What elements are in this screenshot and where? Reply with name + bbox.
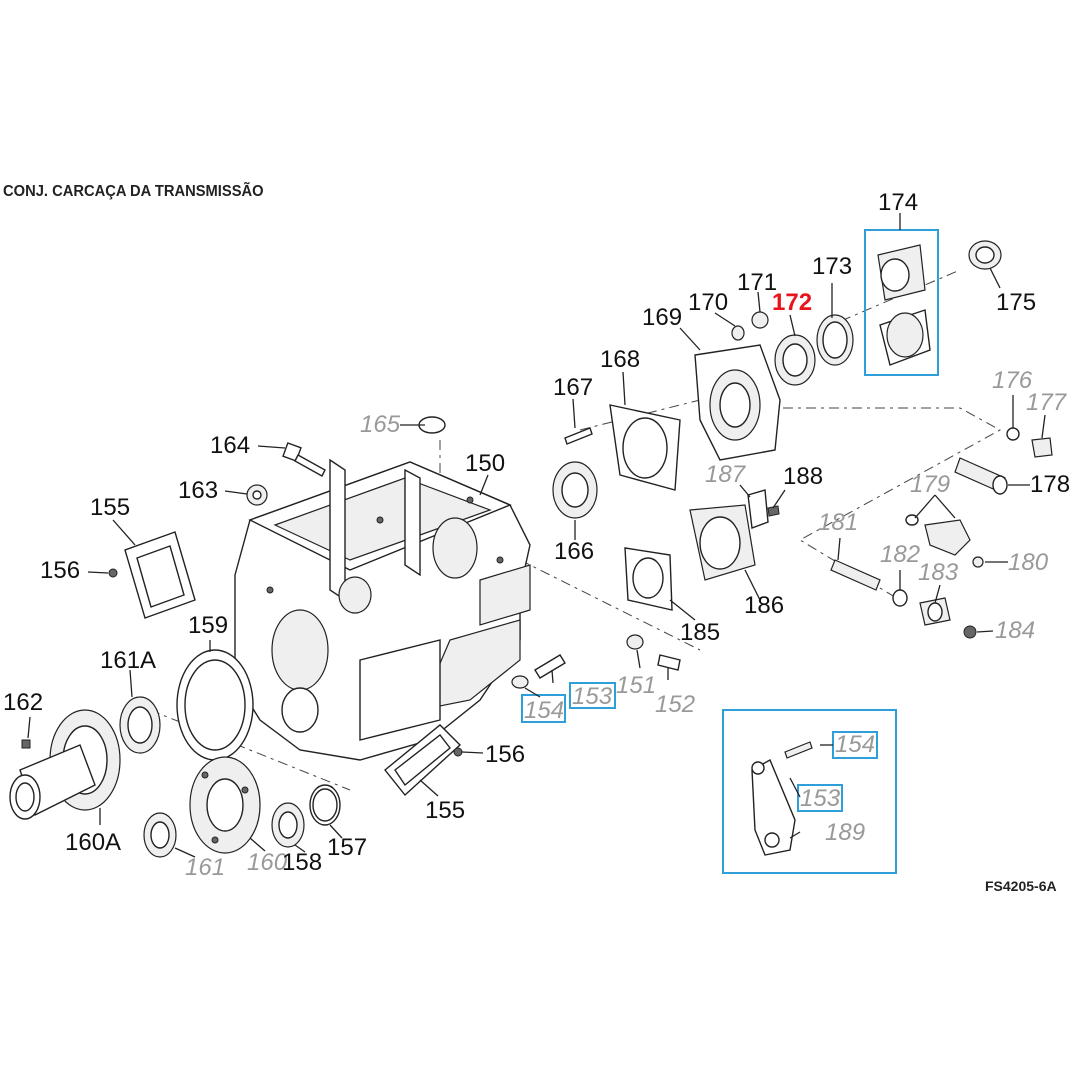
label-151: 151 [616, 672, 656, 699]
label-168: 168 [600, 346, 640, 373]
screw-156-left[interactable] [108, 568, 118, 578]
label-187: 187 [705, 461, 747, 488]
washer-154[interactable] [511, 675, 529, 689]
washer-170[interactable] [731, 325, 745, 341]
label-152: 152 [655, 691, 695, 718]
label-169: 169 [642, 304, 682, 331]
cover-160[interactable] [189, 756, 261, 854]
label-172: 172 [772, 289, 812, 316]
label-185: 185 [680, 619, 720, 646]
screw-162[interactable] [21, 739, 31, 749]
gasket-185[interactable] [624, 547, 673, 611]
label-175: 175 [996, 289, 1036, 316]
label-183: 183 [918, 559, 959, 586]
label-160A: 160A [65, 829, 121, 856]
label-158: 158 [282, 849, 322, 876]
label-170: 170 [688, 289, 728, 316]
label-154-main: 154 [524, 697, 564, 724]
bolt-153[interactable] [534, 654, 566, 679]
plug-177[interactable] [1031, 437, 1053, 458]
shaft-181[interactable] [830, 559, 881, 591]
label-184: 184 [995, 617, 1035, 644]
seal-161[interactable] [143, 812, 177, 858]
bolt-164[interactable] [282, 442, 326, 477]
label-156-left: 156 [40, 557, 80, 584]
plug-152[interactable] [657, 654, 681, 671]
label-150: 150 [465, 450, 505, 477]
gasket-168[interactable] [609, 404, 681, 491]
label-188: 188 [783, 463, 823, 490]
pin-167[interactable] [564, 427, 593, 445]
label-174: 174 [878, 189, 918, 216]
pto-housing-169[interactable] [694, 344, 781, 461]
label-179: 179 [910, 471, 950, 498]
label-160: 160 [247, 849, 288, 876]
label-165: 165 [360, 411, 401, 438]
o-ring-182[interactable] [892, 589, 908, 607]
label-156-lower: 156 [485, 741, 525, 768]
label-159: 159 [188, 612, 228, 639]
part-labels: 174 175 173 172 171 170 169 168 167 165 … [3, 189, 1070, 881]
label-171: 171 [737, 269, 777, 296]
lever-189-box[interactable] [722, 709, 897, 874]
label-189: 189 [825, 819, 865, 846]
o-ring-176[interactable] [1006, 427, 1020, 441]
label-180: 180 [1008, 549, 1049, 576]
label-176: 176 [992, 367, 1033, 394]
bearing-172[interactable] [774, 334, 816, 386]
label-164: 164 [210, 432, 250, 459]
diagram-title: CONJ. CARCAÇA DA TRANSMISSÃO [3, 183, 264, 200]
label-161: 161 [185, 854, 225, 881]
label-155-upper: 155 [90, 494, 130, 521]
label-163: 163 [178, 477, 218, 504]
label-154-box: 154 [835, 731, 875, 758]
label-155-lower: 155 [425, 797, 465, 824]
seal-173[interactable] [816, 314, 854, 366]
cover-186[interactable] [689, 504, 756, 581]
nut-163[interactable] [246, 484, 268, 506]
label-186: 186 [744, 592, 784, 619]
label-boxes [521, 682, 878, 812]
label-177: 177 [1026, 389, 1068, 416]
label-182: 182 [880, 541, 920, 568]
transmission-housing[interactable] [234, 458, 531, 761]
cover-160A[interactable] [9, 709, 121, 820]
cap-184[interactable] [963, 625, 977, 639]
label-166: 166 [554, 538, 594, 565]
leader-lines [27, 213, 1046, 858]
o-ring-157[interactable] [309, 784, 341, 826]
label-157: 157 [327, 834, 367, 861]
fitting-178[interactable] [954, 457, 1008, 495]
gasket-155-upper[interactable] [124, 531, 196, 619]
washer-151[interactable] [626, 634, 644, 650]
plug-180[interactable] [972, 556, 984, 568]
label-153-main: 153 [572, 683, 613, 710]
label-173: 173 [812, 253, 852, 280]
screw-156-lower[interactable] [453, 747, 463, 757]
label-178: 178 [1030, 471, 1070, 498]
label-153-box: 153 [800, 785, 841, 812]
seal-161A[interactable] [119, 696, 161, 754]
cap-175[interactable] [968, 240, 1002, 270]
bushing-183[interactable] [919, 597, 951, 626]
label-162: 162 [3, 689, 43, 716]
figure-code: FS4205-6A [985, 878, 1057, 894]
label-161A: 161A [100, 647, 156, 674]
label-167: 167 [553, 374, 593, 401]
gasket-159[interactable] [176, 649, 254, 761]
nut-171[interactable] [751, 311, 769, 329]
gasket-155-lower[interactable] [384, 724, 462, 797]
label-181: 181 [818, 509, 858, 536]
assembly-174-box[interactable] [864, 229, 939, 376]
bracket-187[interactable] [747, 489, 769, 529]
nut-166[interactable] [552, 461, 598, 519]
seal-158[interactable] [271, 802, 305, 848]
